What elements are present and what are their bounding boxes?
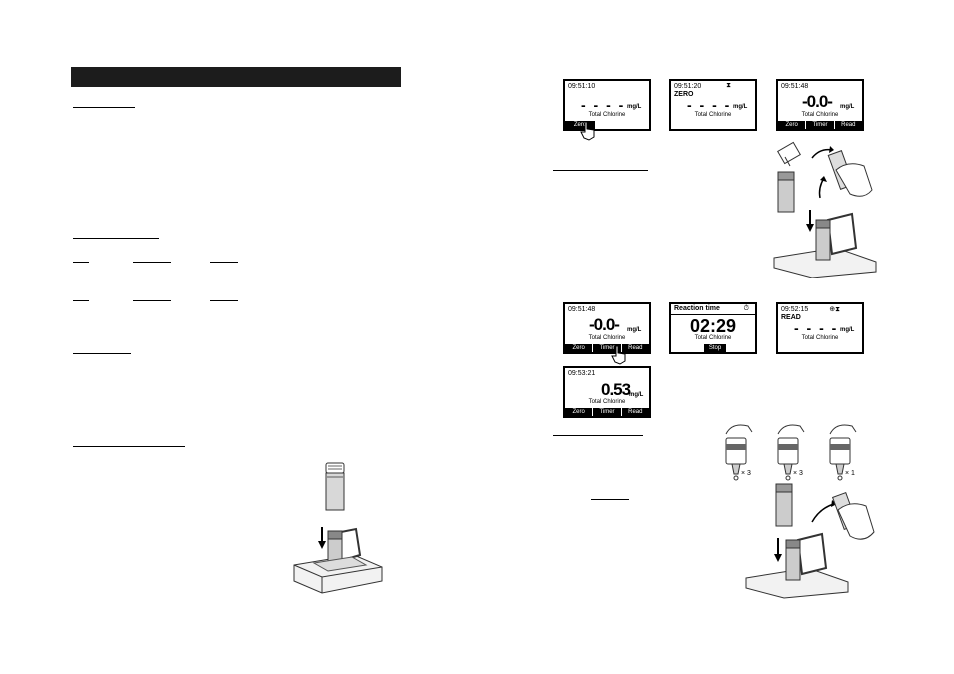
zero-softkey[interactable]: Zero	[778, 121, 806, 129]
heading-rule	[73, 238, 159, 239]
read-softkey[interactable]: Read	[834, 121, 862, 129]
parameter-label: Total Chlorine	[588, 335, 626, 341]
heading-rule	[133, 262, 171, 263]
unit-label: mg/L	[627, 327, 642, 333]
heading-rule	[73, 446, 185, 447]
hand-pointer-icon	[580, 121, 595, 141]
unit-label: mg/L	[627, 104, 642, 110]
meter-screen-5: Reaction time ⏱ 02:29 Total Chlorine Sto…	[669, 302, 757, 354]
parameter-label: Total Chlorine	[694, 335, 732, 341]
hand-pointer-icon	[611, 345, 626, 365]
heading-rule	[73, 107, 135, 108]
parameter-label: Total Chlorine	[694, 112, 732, 118]
meter-screen-4: 09:51:48 -0.0- mg/L Total Chlorine Zero …	[563, 302, 651, 354]
meter-screen-6: 09:52:15 ⊕⧗ READ - - - - mg/L Total Chlo…	[776, 302, 864, 354]
zero-softkey[interactable]: Zero	[565, 408, 593, 416]
heading-rule	[73, 300, 89, 301]
timer-softkey[interactable]: Timer	[806, 121, 834, 129]
heading-rule	[591, 499, 629, 500]
clock-time: 09:51:20	[674, 83, 702, 90]
reading-dashes: - - - -	[687, 97, 732, 113]
title-divider	[671, 314, 755, 315]
stop-softkey[interactable]: Stop	[704, 344, 726, 352]
heading-rule	[210, 300, 238, 301]
timer-softkey[interactable]: Timer	[593, 344, 621, 352]
meter-screen-3: 09:51:48 -0.0- mg/L Total Chlorine Zero …	[776, 79, 864, 131]
unit-label: mg/L	[733, 104, 748, 110]
unit-label: mg/L	[840, 104, 855, 110]
read-softkey[interactable]: Read	[621, 408, 649, 416]
heading-rule	[553, 170, 648, 171]
unit-label: mg/L	[629, 392, 644, 398]
reagent-add-illustration	[773, 141, 877, 278]
section-header-bar	[71, 67, 401, 87]
heading-rule	[133, 300, 171, 301]
cuvette-illustration	[325, 462, 345, 511]
parameter-label: Total Chlorine	[588, 112, 626, 118]
parameter-label: Total Chlorine	[801, 112, 839, 118]
status-text: ZERO	[674, 91, 694, 98]
heading-rule	[210, 262, 238, 263]
clock-time: 09:52:15	[781, 306, 809, 313]
meter-insert-illustration	[293, 527, 383, 594]
drop-count-label: × 3	[793, 470, 803, 477]
meter-screen-2: 09:51:20 ⧗ ZERO - - - - mg/L Total Chlor…	[669, 79, 757, 131]
drop-count-label: × 3	[741, 470, 751, 477]
unit-label: mg/L	[840, 327, 855, 333]
heading-rule	[553, 435, 643, 436]
shake-insert-illustration	[745, 483, 875, 599]
reaction-time-title: Reaction time	[674, 305, 720, 312]
reading-dashes: - - - -	[794, 320, 839, 336]
reading-value: -0.0-	[802, 92, 833, 111]
clock-time: 09:51:10	[568, 83, 596, 90]
countdown-timer: 02:29	[689, 316, 737, 336]
meter-screen-1: 09:51:10 - - - - mg/L Total Chlorine Zer…	[563, 79, 651, 131]
parameter-label: Total Chlorine	[588, 399, 626, 405]
reading-value: 0.53	[601, 380, 631, 399]
clock-time: 09:53:21	[568, 370, 596, 377]
reading-value: -0.0-	[589, 315, 620, 334]
clock-time: 09:51:48	[568, 306, 596, 313]
status-text: READ	[781, 314, 801, 321]
zero-softkey[interactable]: Zero	[565, 121, 595, 129]
timer-softkey[interactable]: Timer	[593, 408, 621, 416]
lamp-hourglass-icon: ⊕⧗	[829, 306, 840, 313]
parameter-label: Total Chlorine	[801, 335, 839, 341]
stopwatch-icon: ⏱	[743, 305, 749, 312]
zero-softkey[interactable]: Zero	[565, 344, 593, 352]
drop-count-label: × 1	[845, 470, 855, 477]
reading-dashes: - - - -	[581, 97, 626, 113]
clock-time: 09:51:48	[781, 83, 809, 90]
hourglass-icon: ⧗	[726, 82, 731, 89]
meter-screen-7: 09:53:21 0.53 mg/L Total Chlorine Zero T…	[563, 366, 651, 418]
read-softkey[interactable]: Read	[621, 344, 649, 352]
heading-rule	[73, 353, 131, 354]
dropper-bottles-illustration	[725, 424, 857, 481]
heading-rule	[73, 262, 89, 263]
